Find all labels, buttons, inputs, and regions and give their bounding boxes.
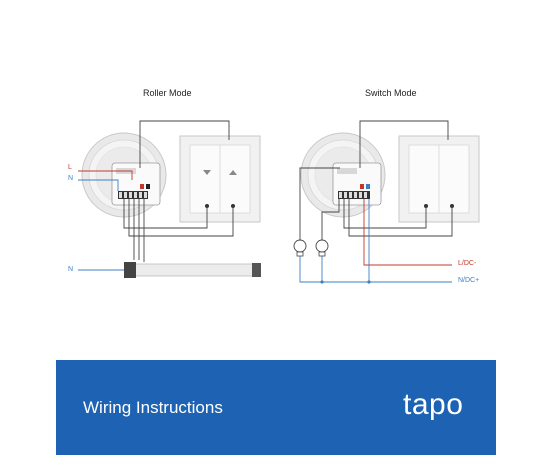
neutral-label: N <box>68 175 74 182</box>
switch-mode-title: Switch Mode <box>365 88 417 98</box>
switch-switch-module <box>332 162 382 206</box>
neutral-motor-label: N <box>68 266 74 273</box>
roller-mode-diagram <box>78 120 261 278</box>
roller-motor-tube <box>124 262 261 278</box>
l-dc-minus-label: L/DC- <box>458 260 477 267</box>
roller-up-arrow-icon <box>229 170 237 175</box>
wiring-diagram-graphic <box>78 120 480 284</box>
switch-wall-switch <box>398 135 480 223</box>
live-label: L <box>68 164 72 171</box>
n-dc-plus-label: N/DC+ <box>458 277 480 284</box>
footer-title: Wiring Instructions <box>83 398 223 417</box>
tapo-logo: tapo <box>403 388 464 421</box>
switch-mode-diagram <box>293 120 480 284</box>
roller-wall-switch <box>179 135 261 223</box>
footer-banner: Wiring Instructions tapo <box>56 360 496 455</box>
switch-wiring <box>299 120 453 283</box>
roller-switch-module <box>111 162 161 206</box>
roller-down-arrow-icon <box>203 170 211 175</box>
bulb-icon <box>293 239 307 257</box>
wiring-diagram: Roller Mode Switch Mode L N N L/DC- N/DC… <box>68 88 480 284</box>
bulb-icon <box>315 239 329 257</box>
roller-mode-title: Roller Mode <box>143 88 192 98</box>
roller-wiring <box>78 120 234 271</box>
